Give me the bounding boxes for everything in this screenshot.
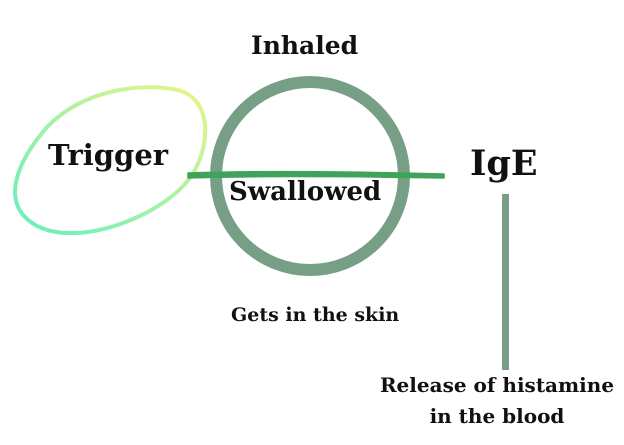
inhaled-label: Inhaled [251, 31, 359, 60]
histamine-label-line2: in the blood [429, 404, 565, 428]
trigger-label: Trigger [48, 138, 169, 172]
histamine-label: Release of histamine in the blood [372, 370, 622, 432]
swallowed-label: Swallowed [229, 177, 382, 207]
trigger-blob [13, 85, 208, 236]
histamine-label-line1: Release of histamine [379, 373, 615, 397]
connector-bar [187, 170, 445, 179]
ige-label: IgE [470, 143, 538, 184]
ige-vertical-line [502, 194, 509, 370]
skin-label: Gets in the skin [231, 304, 400, 326]
